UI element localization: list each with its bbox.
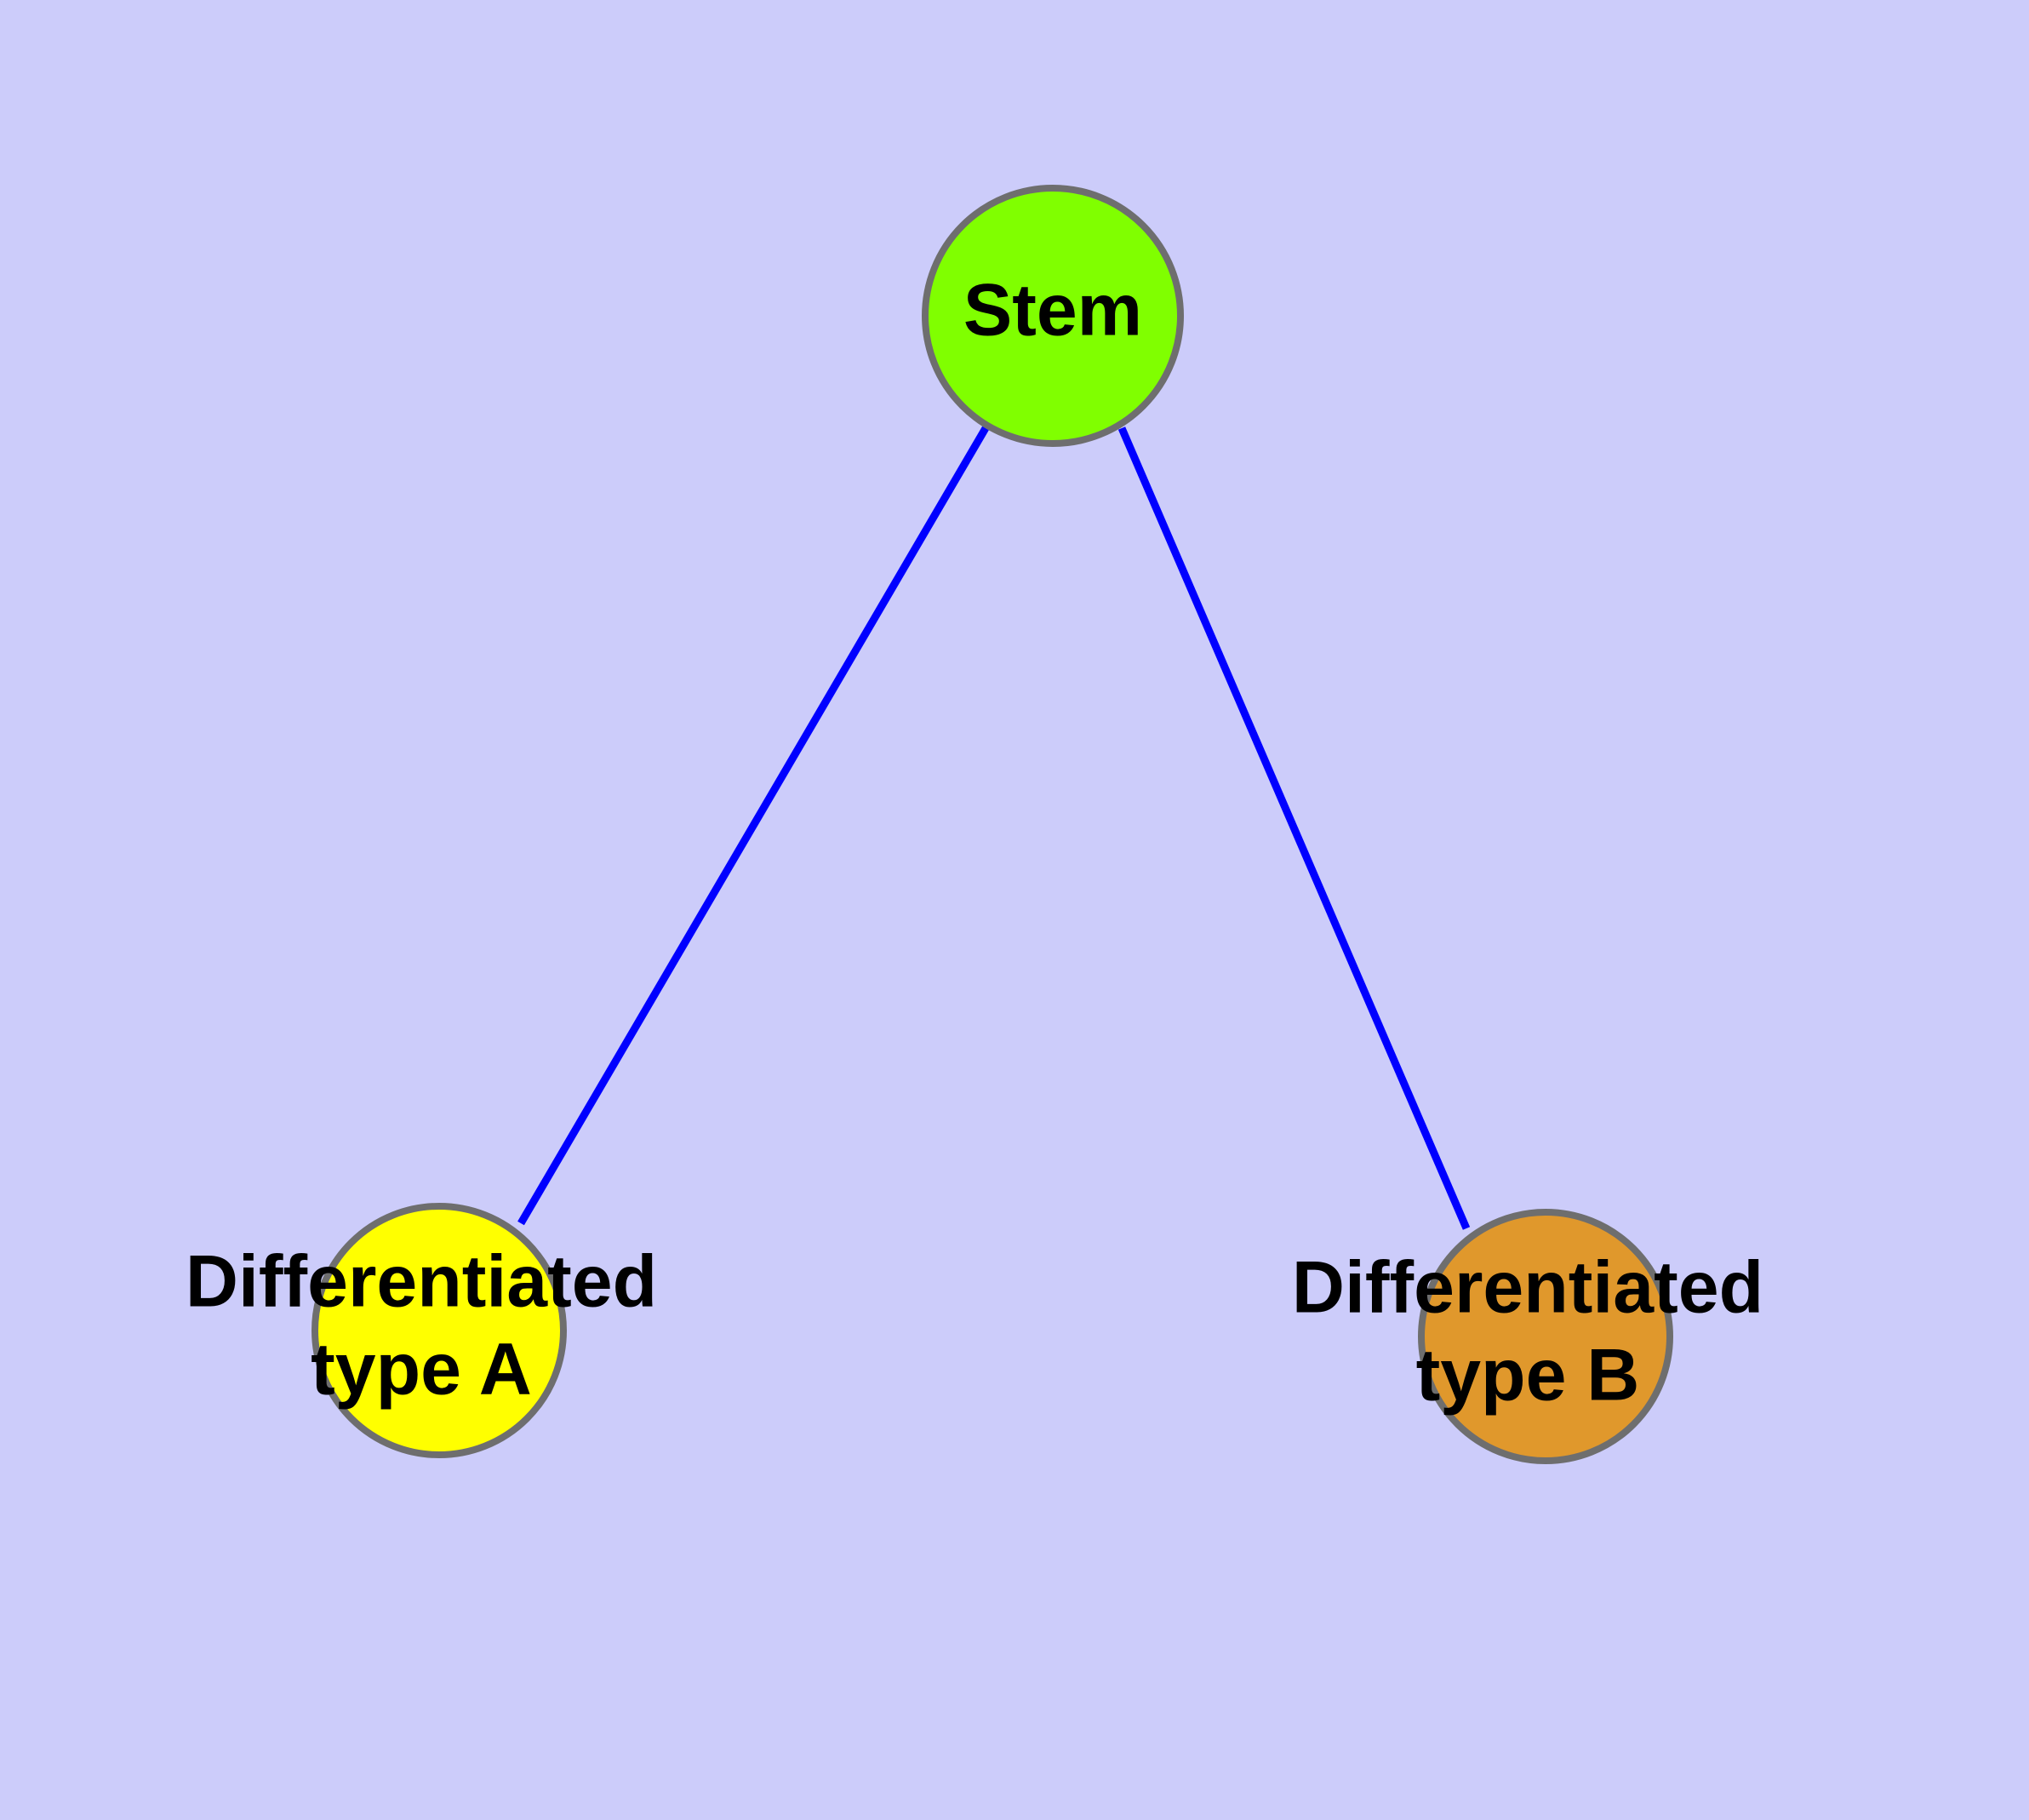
node-diff-type-b-circle[interactable] xyxy=(1418,1209,1673,1464)
node-stem-label: Stem xyxy=(963,270,1142,352)
node-diff-type-b[interactable]: Differentiated type B xyxy=(1292,1209,1763,1464)
node-diff-type-b-label-line2: type B xyxy=(1416,1335,1640,1417)
node-layer: Stem Differentiated type A Differentiate… xyxy=(186,185,1763,1464)
node-diff-type-a[interactable]: Differentiated type A xyxy=(186,1203,657,1458)
edge-stem-to-type-b[interactable] xyxy=(1117,426,1471,1230)
node-stem[interactable]: Stem xyxy=(922,185,1184,447)
node-diff-type-a-circle[interactable] xyxy=(311,1203,567,1458)
node-stem-circle[interactable] xyxy=(922,185,1184,447)
node-diff-type-a-label-line1: Differentiated xyxy=(186,1241,657,1323)
edge-layer xyxy=(517,426,1471,1230)
node-diff-type-b-label-line1: Differentiated xyxy=(1292,1247,1763,1329)
node-diff-type-a-label-line2: type A xyxy=(311,1329,532,1411)
edge-stem-to-type-a[interactable] xyxy=(517,426,989,1226)
